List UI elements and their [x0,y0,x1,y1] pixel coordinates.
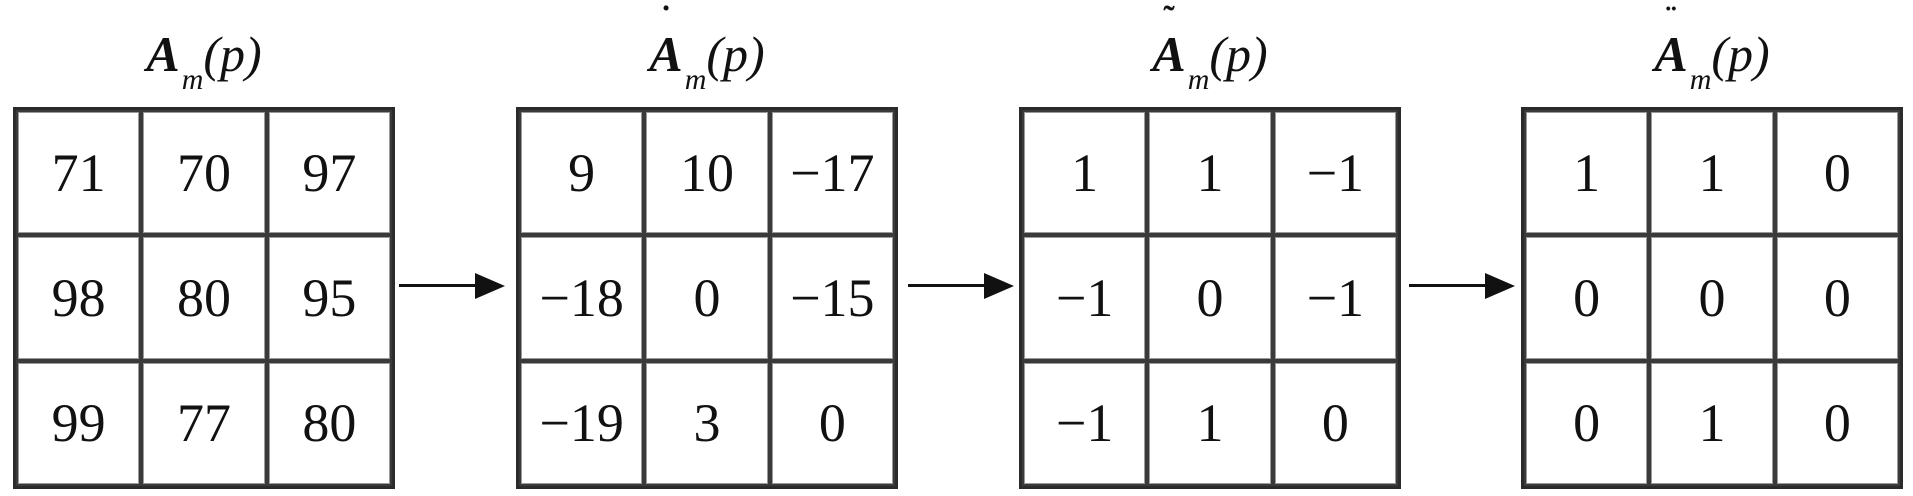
matrix-cell: −19 [519,360,645,486]
matrix-cell: 97 [266,110,392,236]
title-argument: (p) [1209,26,1268,82]
title-subscript: m [684,63,707,96]
title-argument: (p) [706,26,765,82]
title-accent: ˜ [1163,0,1175,37]
title-accent: ˙ [660,0,672,37]
matrix-title-a-dot: ˙ A m(p) [516,0,898,98]
matrix-grid-a-ddot: 1 1 0 0 0 0 0 1 0 [1521,107,1903,489]
matrix-cell: 71 [16,110,142,236]
matrix-cell: 70 [141,110,267,236]
matrix-cell: −1 [1022,235,1148,361]
matrix-title-a: A m(p) [13,10,395,98]
matrix-cell: 0 [1774,110,1900,236]
matrix-cell: 0 [1524,360,1650,486]
title-symbol: A [146,26,180,82]
matrix-cell: 95 [266,235,392,361]
title-accent: ¨ [1665,0,1677,37]
matrix-cell: 0 [1774,360,1900,486]
matrix-cell: 0 [1524,235,1650,361]
matrix-cell: −1 [1022,360,1148,486]
matrix-cell: 80 [141,235,267,361]
matrix-title-a-ddot: ¨ A m(p) [1521,0,1903,98]
title-argument: (p) [1711,26,1770,82]
right-arrow-icon [1409,268,1515,304]
matrix-cell: −18 [519,235,645,361]
matrix-cell: 1 [1147,360,1273,486]
title-argument: (p) [203,26,262,82]
matrix-grid-a-dot: 9 10 −17 −18 0 −15 −19 3 0 [516,107,898,489]
title-symbol: A [649,26,683,82]
matrix-panel-a-dot: ˙ A m(p) 9 10 −17 −18 0 −15 −19 3 0 [516,0,898,496]
matrix-cell: 99 [16,360,142,486]
matrix-title-a-tilde: ˜ A m(p) [1019,0,1401,98]
matrix-cell: −1 [1272,235,1398,361]
matrix-cell: 1 [1649,360,1775,486]
matrix-cell: 1 [1022,110,1148,236]
matrix-panel-a-ddot: ¨ A m(p) 1 1 0 0 0 0 0 1 0 [1521,0,1903,496]
matrix-cell: 3 [644,360,770,486]
matrix-cell: −17 [769,110,895,236]
matrix-cell: 0 [769,360,895,486]
title-subscript: m [181,63,204,96]
matrix-cell: 1 [1147,110,1273,236]
matrix-cell: 80 [266,360,392,486]
matrix-cell: 1 [1524,110,1650,236]
matrix-cell: 0 [1774,235,1900,361]
right-arrow-icon [908,268,1014,304]
matrix-panel-a: A m(p) 71 70 97 98 80 95 99 77 80 [13,0,395,496]
title-subscript: m [1187,63,1210,96]
matrix-cell: 98 [16,235,142,361]
matrix-cell: −15 [769,235,895,361]
matrix-cell: 1 [1649,110,1775,236]
matrix-cell: −1 [1272,110,1398,236]
matrix-cell: 10 [644,110,770,236]
matrix-grid-a-tilde: 1 1 −1 −1 0 −1 −1 1 0 [1019,107,1401,489]
title-symbol: A [1152,26,1186,82]
matrix-cell: 9 [519,110,645,236]
matrix-panel-a-tilde: ˜ A m(p) 1 1 −1 −1 0 −1 −1 1 0 [1019,0,1401,496]
title-symbol: A [1654,26,1688,82]
matrix-cell: 0 [1272,360,1398,486]
matrix-cell: 0 [644,235,770,361]
matrix-cell: 77 [141,360,267,486]
matrix-cell: 0 [1147,235,1273,361]
matrix-grid-a: 71 70 97 98 80 95 99 77 80 [13,107,395,489]
title-subscript: m [1689,63,1712,96]
matrix-cell: 0 [1649,235,1775,361]
right-arrow-icon [399,268,505,304]
